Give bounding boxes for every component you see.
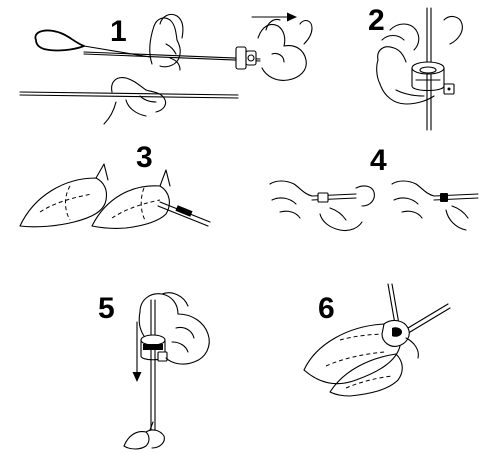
- step-3-number: 3: [136, 141, 153, 174]
- lure-bottom-step5: [124, 422, 164, 449]
- step-4-number: 4: [370, 144, 387, 177]
- knot-step6: [382, 321, 418, 358]
- tying-tool: [236, 47, 256, 69]
- step-3-panel: 3: [20, 141, 210, 228]
- bag-left-step3: [20, 164, 108, 227]
- bag-right-step3: [92, 170, 210, 228]
- step-1-number: 1: [110, 15, 127, 48]
- step-5-panel: 5: [98, 292, 209, 449]
- step-2-panel: 2: [368, 4, 462, 130]
- step-2-number: 2: [368, 4, 385, 37]
- step-1-panel: 1: [20, 13, 312, 125]
- rod-upper: [84, 52, 260, 61]
- step-6-panel: 6: [304, 284, 450, 396]
- hands-right-step4: [392, 181, 478, 230]
- hand-lower-step1: [104, 78, 166, 124]
- threader-loop: [35, 30, 150, 57]
- step-5-number: 5: [98, 292, 115, 325]
- step-6-number: 6: [318, 292, 335, 325]
- hand-right-step1: [258, 19, 312, 80]
- tying-tool-step2: [412, 62, 454, 94]
- hand-left-step1: [150, 14, 183, 70]
- hands-left-step4: [270, 181, 374, 231]
- rod-lower: [20, 92, 238, 98]
- step-4-panel: 4: [270, 144, 478, 231]
- down-direction-arrow-icon: [133, 322, 142, 382]
- tying-tool-step5: [141, 335, 167, 361]
- hand-step5: [139, 293, 209, 364]
- rod-vertical-step5: [151, 300, 155, 430]
